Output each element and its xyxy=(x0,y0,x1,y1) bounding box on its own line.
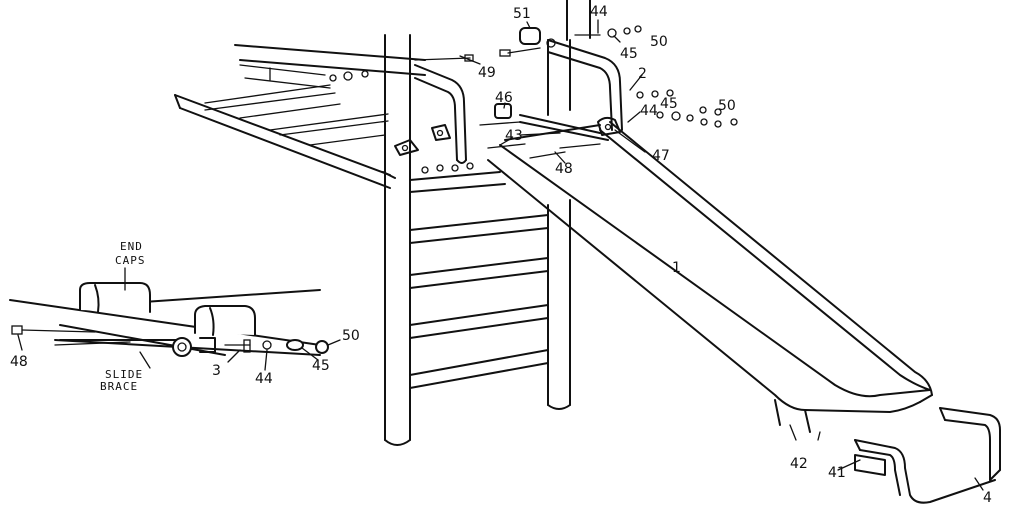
callout-50-right: 50 xyxy=(718,98,736,114)
end-cap-51 xyxy=(519,27,541,45)
callout-41: 41 xyxy=(828,465,846,481)
callout-2: 2 xyxy=(638,66,647,82)
handrail-right xyxy=(547,39,623,131)
leader-lines xyxy=(459,19,984,491)
callout-47: 47 xyxy=(652,148,670,164)
callout-43: 43 xyxy=(505,128,523,144)
callout-44-top: 44 xyxy=(590,4,608,20)
handrail-left xyxy=(414,64,467,164)
ladder-rungs xyxy=(382,171,549,389)
callout-45-inset: 45 xyxy=(312,358,330,374)
callout-44-inset: 44 xyxy=(255,371,273,387)
callout-48-inset: 48 xyxy=(10,354,28,370)
inset-slide-brace-line2: BRACE xyxy=(100,380,138,393)
hardware-top xyxy=(329,25,738,174)
callout-45-right: 45 xyxy=(660,96,678,112)
inset-slide-brace-line1: SLIDE xyxy=(105,368,143,381)
callout-48-top: 48 xyxy=(555,161,573,177)
inset-end-caps-line2: CAPS xyxy=(115,254,146,267)
slide-exit-frame xyxy=(854,407,1001,504)
callout-42: 42 xyxy=(790,456,808,472)
callout-45-top: 45 xyxy=(620,46,638,62)
deck-frame xyxy=(174,44,426,189)
slide-bed xyxy=(487,114,933,433)
callout-1: 1 xyxy=(672,260,681,276)
inset-detail xyxy=(9,267,341,371)
inset-end-caps-line1: END xyxy=(120,240,143,253)
callout-49: 49 xyxy=(478,65,496,81)
callout-labels: 51 44 45 50 49 2 46 44 45 50 43 47 48 1 … xyxy=(10,4,992,506)
callout-50-inset: 50 xyxy=(342,328,360,344)
callout-46: 46 xyxy=(495,90,513,106)
callout-50-top: 50 xyxy=(650,34,668,50)
callout-44-right: 44 xyxy=(640,103,658,119)
ladder-upright-left xyxy=(384,34,411,446)
callout-4: 4 xyxy=(983,490,992,506)
callout-51: 51 xyxy=(513,6,531,22)
callout-3: 3 xyxy=(212,363,221,379)
